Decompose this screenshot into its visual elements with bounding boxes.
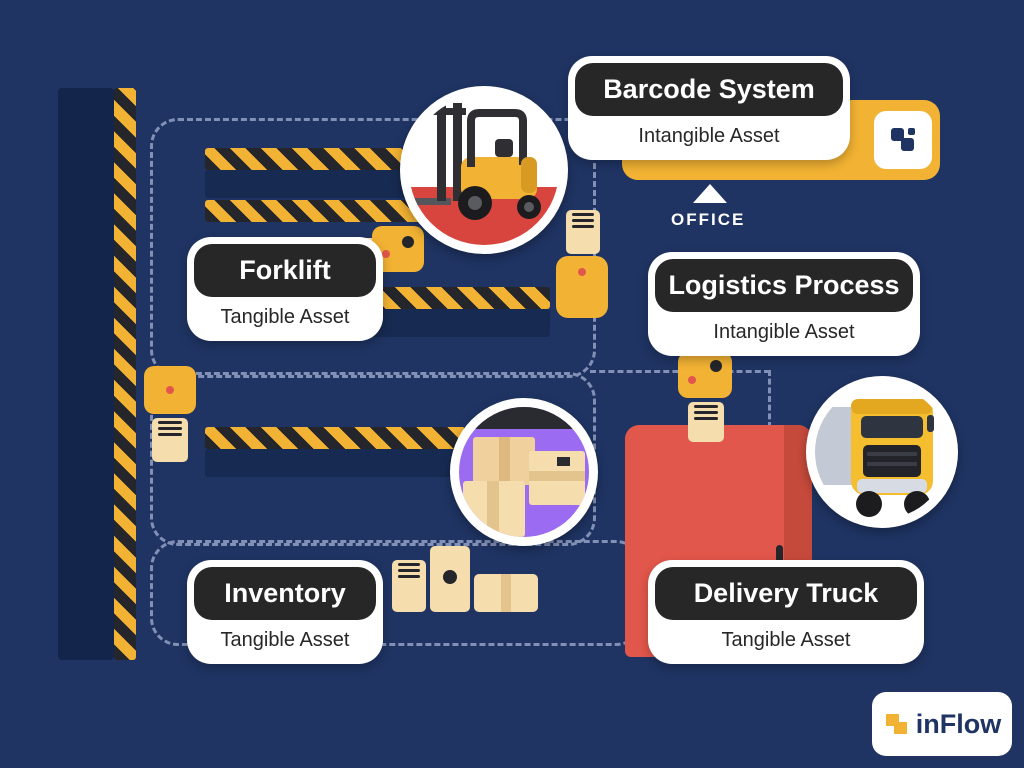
barcode-mark (158, 427, 182, 430)
card-title: Barcode System (575, 63, 843, 116)
barcode-mark (694, 411, 718, 414)
barcode-card: Barcode System Intangible Asset (568, 56, 850, 160)
agv-light-icon (382, 250, 390, 258)
barcode-mark (158, 433, 182, 436)
inflow-logo-text: inFlow (915, 708, 1002, 739)
card-subtitle: Tangible Asset (220, 306, 350, 328)
card-subtitle: Tangible Asset (721, 629, 851, 651)
card-subtitle: Tangible Asset (220, 629, 350, 651)
floor-path-container-drop (768, 370, 771, 428)
agv-cart (678, 352, 732, 398)
inflow-mark-icon (885, 714, 907, 734)
barcode-mark (398, 569, 420, 572)
barcode-mark (694, 417, 718, 420)
barcode-mark (158, 421, 182, 424)
truck-photo (806, 376, 958, 528)
shelf-bar (370, 309, 550, 337)
flow-chip-icon (891, 128, 915, 151)
agv-sensor-icon (710, 360, 722, 372)
agv-carton (566, 210, 600, 254)
agv-light-icon (688, 376, 696, 384)
agv-cart (144, 366, 196, 414)
inventory-card: Inventory Tangible Asset (187, 560, 383, 664)
truck-illustration-icon (815, 385, 949, 519)
barcode-mark (572, 225, 594, 228)
agv-carton (688, 402, 724, 442)
inventory-illustration-icon (459, 407, 589, 537)
agv-light-icon (166, 386, 174, 394)
barcode-mark (398, 575, 420, 578)
carton-dot (443, 570, 457, 584)
office-label: OFFICE (671, 210, 746, 229)
agv-cart (556, 256, 608, 318)
card-subtitle: Intangible Asset (638, 125, 780, 147)
card-title: Delivery Truck (655, 567, 917, 620)
logistics-card: Logistics Process Intangible Asset (648, 252, 920, 356)
forklift-illustration-icon (409, 95, 559, 245)
wall-hazard-strip (114, 88, 136, 660)
delivery-truck-card: Delivery Truck Tangible Asset (648, 560, 924, 664)
agv-sensor-icon (402, 236, 414, 248)
card-title: Forklift (194, 244, 376, 297)
shelf-stripe (370, 287, 550, 309)
barcode-mark (572, 219, 594, 222)
barcode-mark (572, 213, 594, 216)
card-title: Logistics Process (655, 259, 913, 312)
forklift-card: Forklift Tangible Asset (187, 237, 383, 341)
barcode-mark (694, 405, 718, 408)
carton-tape (501, 574, 511, 612)
office-pointer-icon (693, 184, 727, 203)
forklift-photo (400, 86, 568, 254)
barcode-chip-tile (874, 111, 932, 169)
carton (430, 546, 470, 612)
card-title: Inventory (194, 567, 376, 620)
inventory-photo (450, 398, 598, 546)
warehouse-wall (58, 88, 114, 660)
inflow-logo: inFlow (872, 692, 1012, 756)
carton (474, 574, 538, 612)
agv-carton (152, 418, 188, 462)
card-subtitle: Intangible Asset (713, 321, 855, 343)
carton (392, 560, 426, 612)
agv-light-icon (578, 268, 586, 276)
barcode-mark (398, 563, 420, 566)
